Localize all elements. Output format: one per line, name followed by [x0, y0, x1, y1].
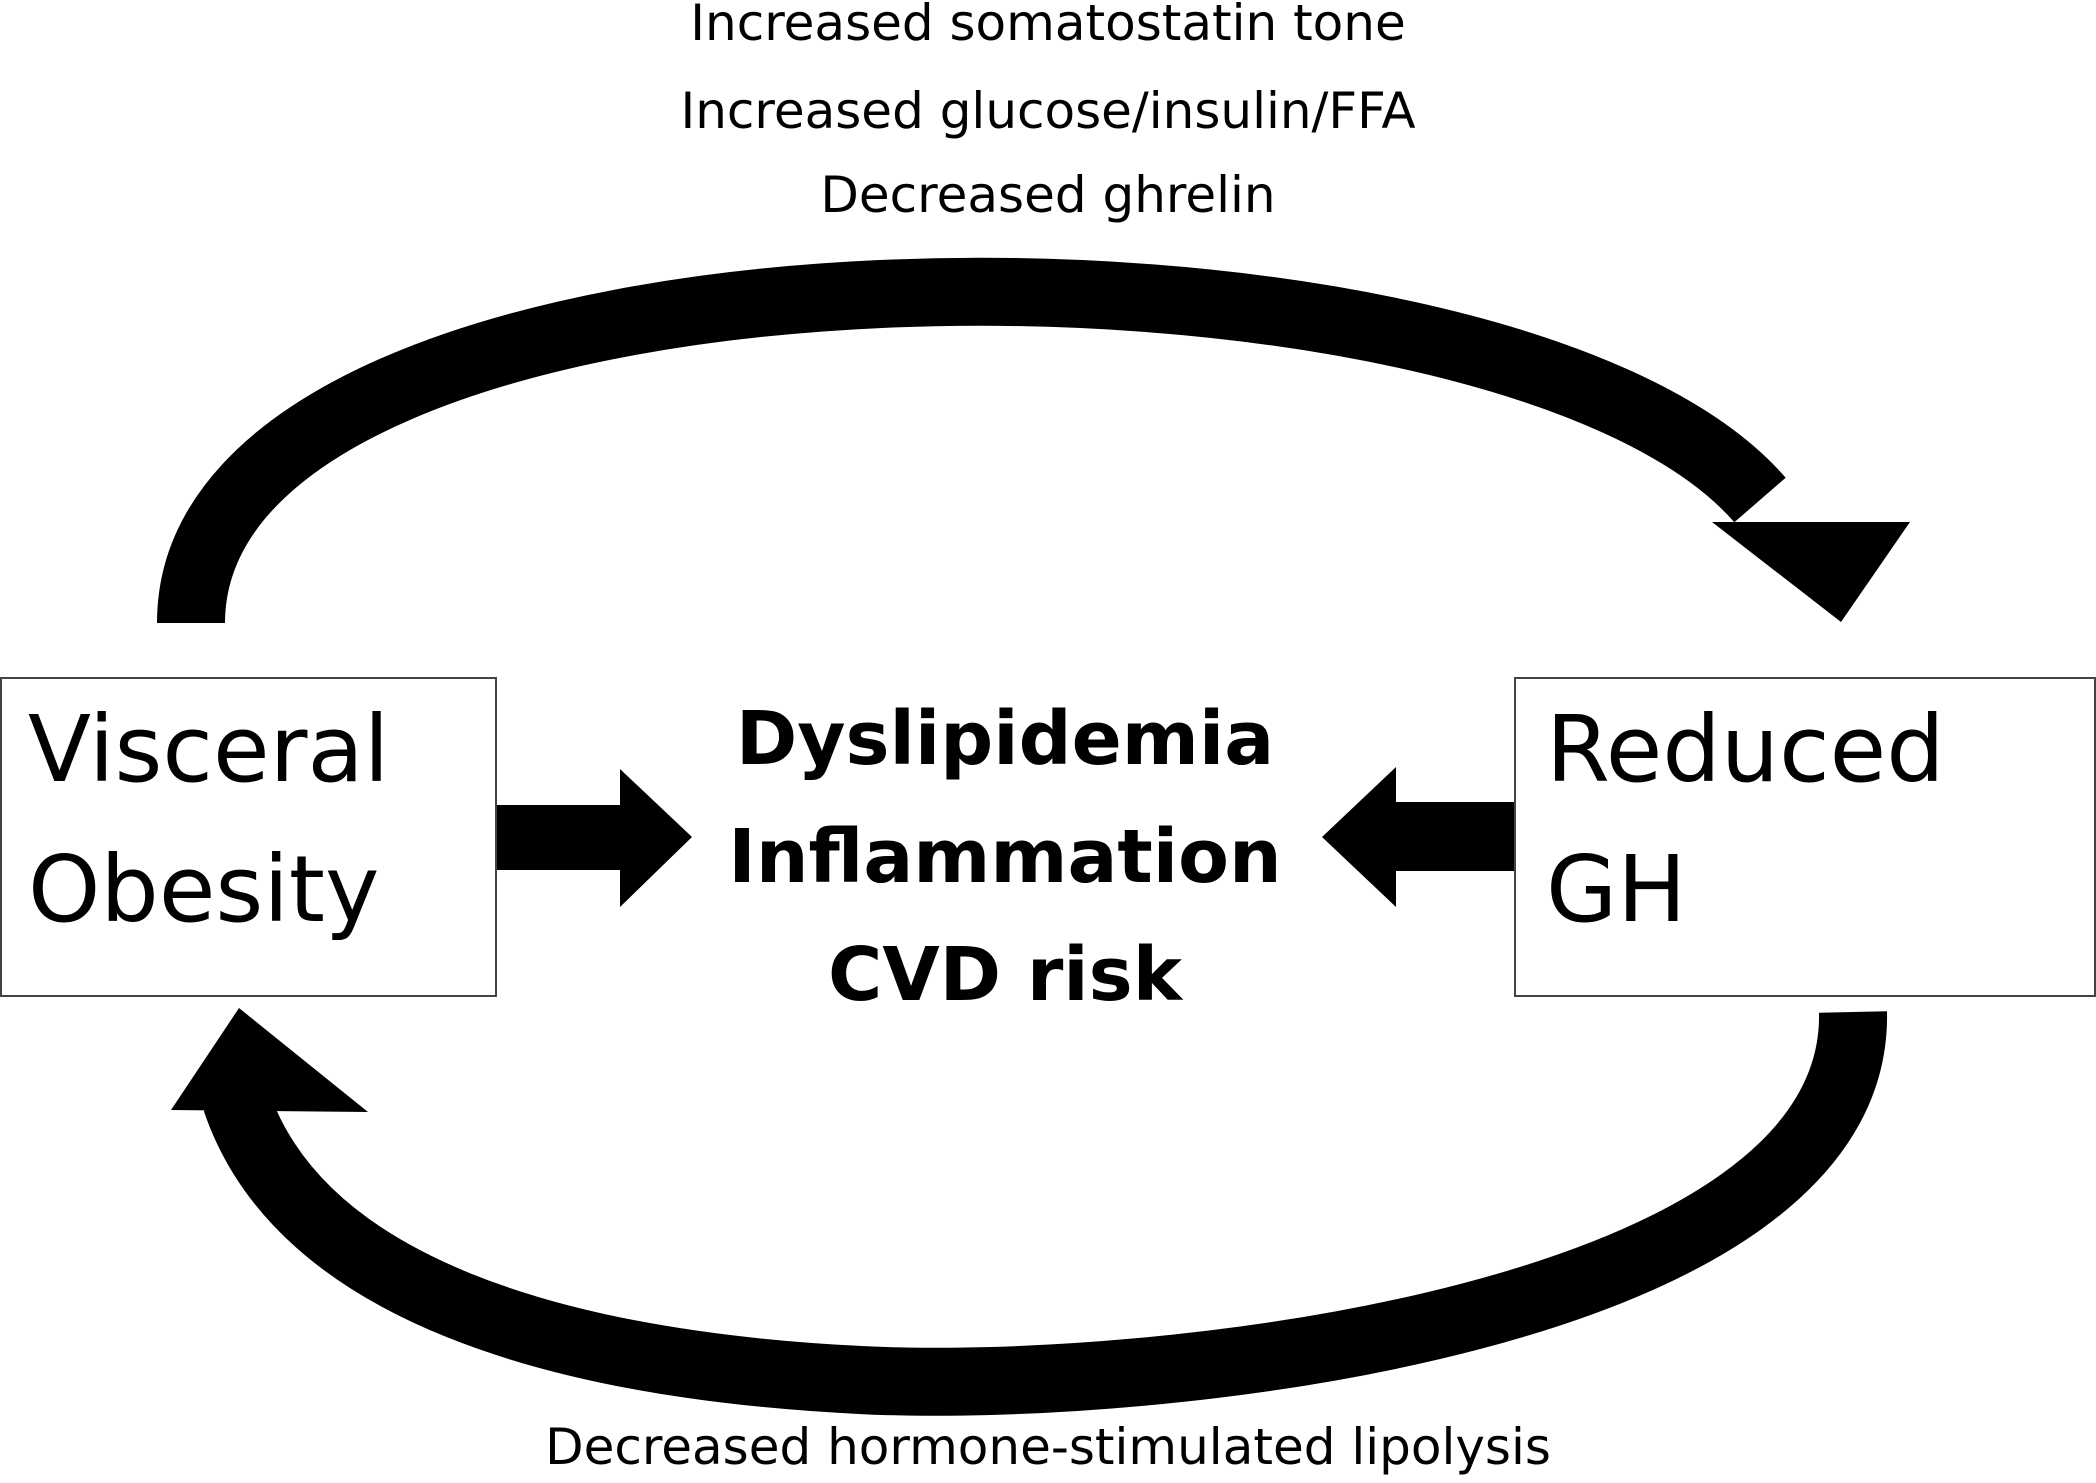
- outcome-cvd-risk: CVD risk: [828, 932, 1182, 1018]
- outcome-dyslipidemia: Dyslipidemia: [735, 696, 1275, 782]
- outcome-inflammation: Inflammation: [728, 814, 1282, 900]
- label-increased-glucose-insulin-ffa: Increased glucose/insulin/FFA: [680, 82, 1416, 140]
- reduced-gh-box: Reduced GH: [1514, 677, 2096, 997]
- label-decreased-lipolysis: Decreased hormone-stimulated lipolysis: [545, 1418, 1551, 1476]
- label-decreased-ghrelin: Decreased ghrelin: [820, 166, 1276, 224]
- top-arrowhead: [1712, 522, 1910, 622]
- bottom-arrowhead: [171, 1008, 368, 1112]
- bottom-curved-arrow: [203, 1011, 1888, 1416]
- reduced-gh-line1: Reduced: [1546, 696, 1945, 803]
- right-block-arrow: [1322, 767, 1514, 907]
- left-block-arrow: [497, 769, 692, 907]
- label-increased-somatostatin: Increased somatostatin tone: [690, 0, 1406, 52]
- visceral-obesity-box: Visceral Obesity: [0, 677, 497, 997]
- top-curved-arrow: [157, 257, 1786, 625]
- reduced-gh-line2: GH: [1546, 836, 1687, 943]
- visceral-obesity-line1: Visceral: [28, 696, 390, 803]
- visceral-obesity-line2: Obesity: [28, 836, 380, 943]
